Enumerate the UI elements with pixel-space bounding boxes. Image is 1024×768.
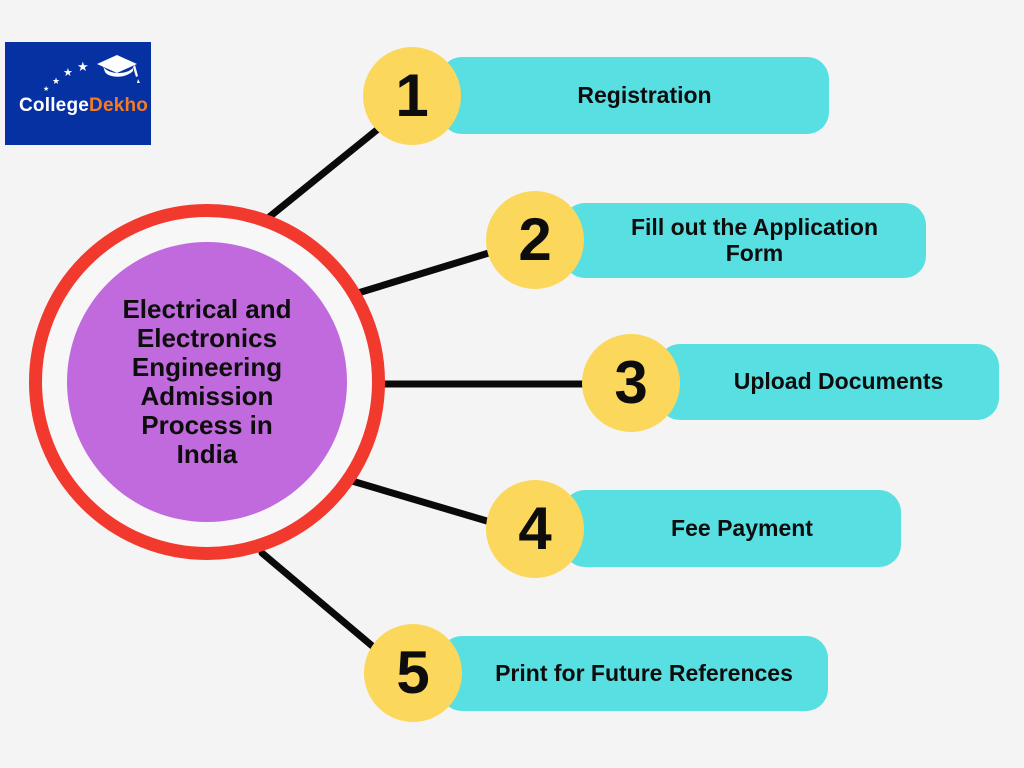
hub-title-line: Electrical and	[122, 294, 292, 324]
step-label: Print for Future References	[495, 659, 793, 686]
step-bar-fee-payment: Fee Payment	[563, 490, 901, 567]
step-number: 2	[518, 206, 552, 273]
step-number-badge-3: 3	[582, 334, 680, 432]
hub-title-line: Engineering	[131, 352, 283, 382]
central-hub-circle: Electrical and Electronics Engineering A…	[67, 242, 347, 522]
step-bar-print-references: Print for Future References	[440, 636, 828, 711]
connector-line-5	[258, 549, 381, 654]
step-number: 3	[614, 349, 648, 416]
hub-title: Electrical and Electronics Engineering A…	[122, 295, 291, 469]
step-number: 1	[395, 62, 429, 129]
hub-title-line: Electronics	[136, 323, 278, 353]
star-icon: ★	[43, 86, 50, 93]
step-label: Fill out the Application Form	[630, 213, 878, 266]
logo-text-college: College	[19, 95, 90, 116]
step-number-badge-5: 5	[364, 624, 462, 722]
step-bar-registration: Registration	[440, 57, 829, 134]
connector-line-4	[348, 477, 501, 528]
logo-text-dekho: Dekho	[89, 95, 149, 116]
logo-wordmark: CollegeDekho	[19, 95, 148, 117]
step-label: Registration	[577, 81, 712, 108]
hub-title-line: Process in	[141, 410, 273, 440]
star-icon: ★	[77, 59, 89, 74]
hub-title-line: Admission	[140, 381, 274, 411]
step-label: Fee Payment	[671, 514, 813, 541]
step-number-badge-2: 2	[486, 191, 584, 289]
step-bar-fill-application-form: Fill out the Application Form	[563, 203, 926, 278]
central-hub-ring: Electrical and Electronics Engineering A…	[29, 204, 385, 560]
step-number-badge-1: 1	[363, 47, 461, 145]
step-label: Upload Documents	[733, 368, 944, 395]
star-icon: ★	[63, 67, 73, 79]
star-icon: ★	[52, 76, 61, 86]
connector-line-2	[354, 248, 496, 297]
step-bar-upload-documents: Upload Documents	[658, 344, 999, 420]
step-number: 5	[396, 639, 430, 706]
step-number-badge-4: 4	[486, 480, 584, 578]
graduation-cap-icon	[97, 55, 140, 83]
collegedekho-logo: ★ ★ ★ ★ CollegeDekho	[5, 42, 151, 145]
step-number: 4	[518, 495, 552, 562]
connector-line-1	[264, 121, 387, 222]
hub-title-line: India	[176, 439, 238, 469]
